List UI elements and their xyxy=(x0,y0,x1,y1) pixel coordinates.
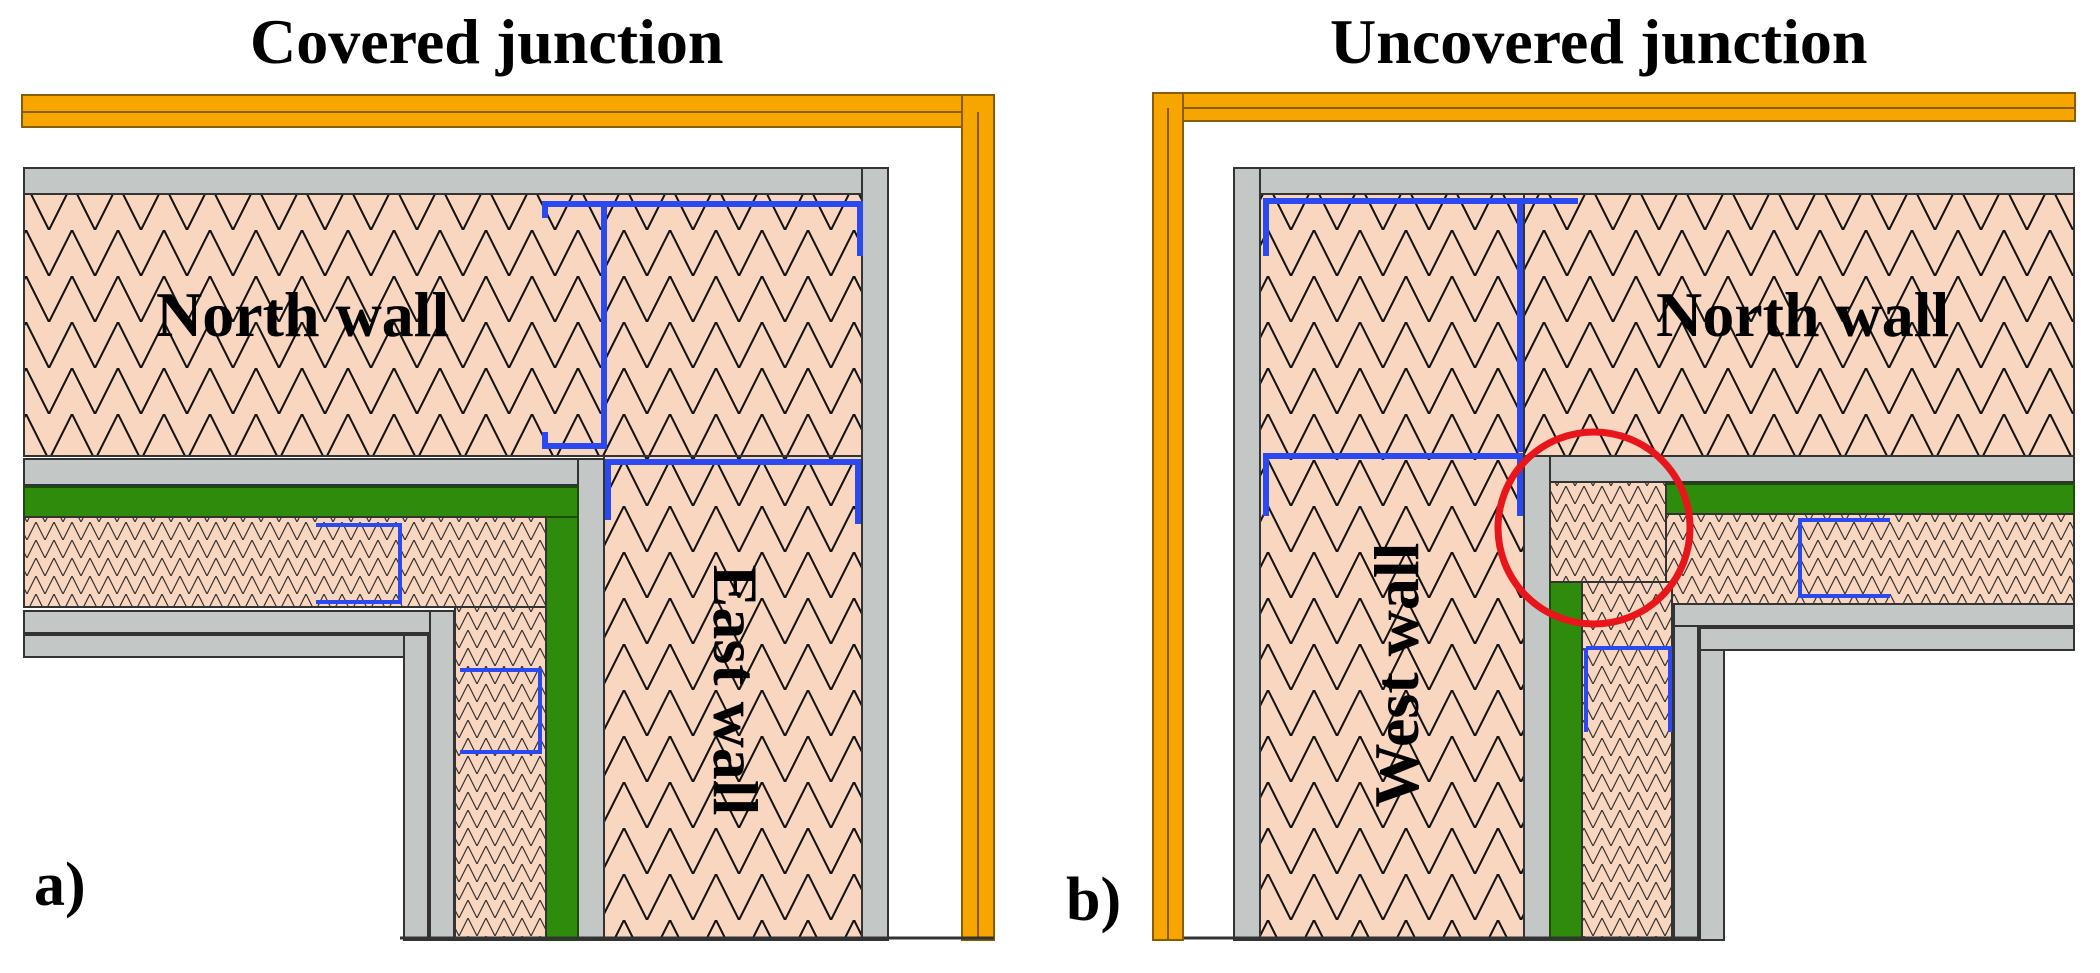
service-stud xyxy=(316,523,402,604)
label-north-wall-b: North wall xyxy=(1656,279,1950,350)
panel-a xyxy=(21,94,995,941)
service-insulation xyxy=(1665,513,2075,605)
board xyxy=(861,167,889,941)
insulation xyxy=(1259,193,1525,941)
insulation xyxy=(23,193,863,457)
label-north-wall-a: North wall xyxy=(156,279,450,350)
panel-b xyxy=(1152,92,2076,941)
service-insulation xyxy=(454,606,547,941)
board xyxy=(1233,167,1261,941)
board xyxy=(429,610,455,941)
board xyxy=(1673,625,1699,941)
board xyxy=(403,634,429,941)
panel-label-a: a) xyxy=(34,851,86,919)
steel-stud xyxy=(605,459,861,524)
board xyxy=(1523,455,1551,941)
board xyxy=(577,458,605,941)
insulation xyxy=(1523,193,2075,457)
board xyxy=(1673,603,2075,627)
service-insulation xyxy=(1549,481,1667,583)
service-stud xyxy=(1798,518,1890,598)
title-uncovered-junction: Uncovered junction xyxy=(1330,6,1868,77)
service-stud xyxy=(1584,646,1672,732)
board xyxy=(1699,627,2075,651)
board xyxy=(23,610,433,634)
board xyxy=(1699,649,1725,941)
steel-stud xyxy=(604,201,863,256)
title-covered-junction: Covered junction xyxy=(250,6,724,77)
steel-stud xyxy=(542,201,607,449)
label-east-wall: East wall xyxy=(700,564,771,816)
label-west-wall: West wall xyxy=(1361,542,1432,808)
board xyxy=(23,167,887,195)
board xyxy=(1523,455,2075,483)
service-stud xyxy=(460,668,542,754)
panel-label-b: b) xyxy=(1066,866,1122,934)
board xyxy=(23,634,407,658)
membrane xyxy=(23,486,579,518)
steel-stud xyxy=(1263,453,1523,516)
board xyxy=(1233,167,2075,195)
steel-stud xyxy=(1263,198,1523,452)
membrane xyxy=(1549,581,1583,941)
board xyxy=(23,458,581,486)
membrane xyxy=(1665,483,2075,515)
membrane xyxy=(545,516,579,941)
service-insulation xyxy=(23,516,547,608)
highlight-circle xyxy=(1494,428,1694,628)
insulation xyxy=(603,455,863,941)
service-insulation xyxy=(1581,581,1673,941)
